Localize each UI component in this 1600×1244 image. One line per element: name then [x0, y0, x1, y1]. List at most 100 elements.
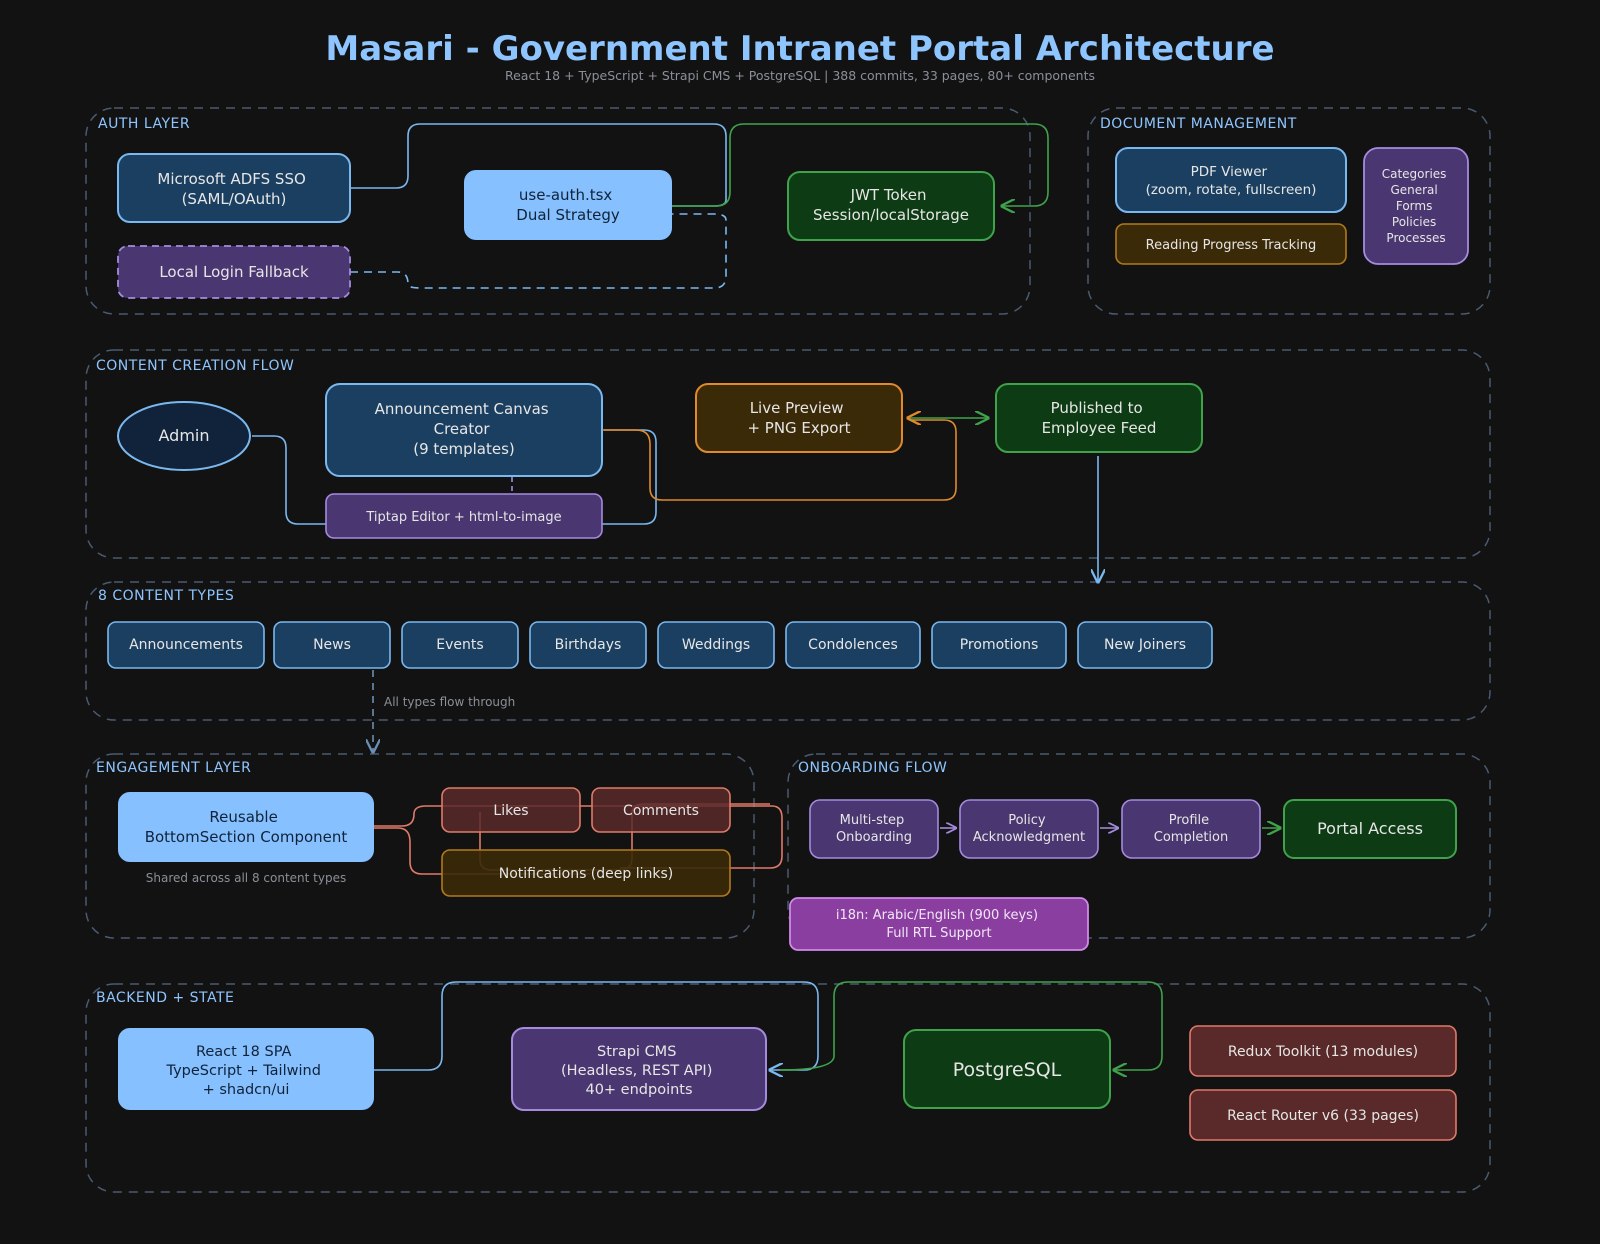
i18n-line-2: Full RTL Support: [886, 926, 991, 941]
comments-label: Comments: [623, 803, 699, 819]
categories-line-5: Processes: [1386, 231, 1445, 245]
content-type-news: News: [273, 621, 391, 669]
reading-progress-label: Reading Progress Tracking: [1146, 238, 1317, 253]
section-backend-state: [85, 983, 1491, 1193]
bottom-section-line-2: BottomSection Component: [145, 828, 348, 846]
content-type-condolences: Condolences: [785, 621, 921, 669]
note-shared: Shared across all 8 content types: [146, 871, 346, 885]
pdf-viewer-line-1: PDF Viewer: [1191, 164, 1268, 180]
diagram-subtitle: React 18 + TypeScript + Strapi CMS + Pos…: [505, 68, 1095, 83]
node-onb-multistep: Multi-step Onboarding: [809, 799, 939, 859]
categories-line-1: Categories: [1382, 167, 1447, 181]
content-type-events: Events: [401, 621, 519, 669]
adfs-line-1: Microsoft ADFS SSO: [157, 170, 305, 188]
canvas-creator-line-2: Creator: [434, 420, 491, 438]
node-redux: Redux Toolkit (13 modules): [1189, 1025, 1457, 1077]
use-auth-line-2: Dual Strategy: [516, 206, 620, 224]
strapi-line-1: Strapi CMS: [597, 1044, 676, 1060]
react-spa-line-3: + shadcn/ui: [203, 1082, 290, 1098]
node-strapi: Strapi CMS (Headless, REST API) 40+ endp…: [511, 1027, 767, 1111]
content-type-birthdays: Birthdays: [529, 621, 647, 669]
live-preview-line-1: Live Preview: [750, 399, 844, 417]
svg-text:Announcement Canvas Crea: Announcement Canvas Creator (9 templates…: [375, 400, 554, 458]
node-reading-progress: Reading Progress Tracking: [1115, 223, 1347, 265]
node-canvas-creator: Announcement Canvas Creator (9 templates…: [325, 383, 603, 477]
content-type-label: New Joiners: [1104, 637, 1186, 653]
strapi-line-3: 40+ endpoints: [585, 1082, 692, 1098]
categories-line-3: Forms: [1396, 199, 1432, 213]
onb-profile-line-1: Profile: [1169, 813, 1209, 828]
svg-text:use-auth.tsx Dual Strate: use-auth.tsx Dual Strategy: [516, 186, 620, 224]
node-adfs: Microsoft ADFS SSO (SAML/OAuth): [117, 153, 351, 223]
node-live-preview: Live Preview + PNG Export: [695, 383, 903, 453]
content-type-label: Birthdays: [555, 637, 622, 653]
content-type-label: Events: [436, 637, 483, 653]
tiptap-label: Tiptap Editor + html-to-image: [365, 510, 561, 525]
content-type-weddings: Weddings: [657, 621, 775, 669]
section-content-creation: [85, 349, 1491, 559]
node-jwt: JWT Token Session/localStorage: [787, 171, 995, 241]
canvas-creator-line-1: Announcement Canvas: [375, 400, 549, 418]
section-auth-layer: [85, 107, 1031, 315]
edge-react-to-strapi: [374, 981, 819, 1070]
content-type-new-joiners: New Joiners: [1077, 621, 1213, 669]
jwt-line-1: JWT Token: [850, 186, 927, 204]
redux-label: Redux Toolkit (13 modules): [1228, 1044, 1418, 1060]
svg-text:React 18 SPA TypeScript: React 18 SPA TypeScript + Tailwind + sha…: [165, 1044, 325, 1098]
section-label-backend: BACKEND + STATE: [96, 990, 234, 1006]
section-label-onboarding: ONBOARDING FLOW: [798, 760, 947, 776]
node-admin: Admin: [117, 401, 251, 471]
svg-text:i18n: Arabic/English (900 keys: i18n: Arabic/English (900 keys) Full RTL…: [836, 908, 1042, 941]
node-i18n: i18n: Arabic/English (900 keys) Full RTL…: [789, 897, 1089, 951]
content-type-label: News: [313, 637, 351, 653]
categories-line-2: General: [1390, 183, 1437, 197]
node-postgres: PostgreSQL: [903, 1029, 1111, 1109]
likes-label: Likes: [493, 803, 528, 819]
onb-profile-line-2: Completion: [1154, 830, 1228, 845]
svg-text:Live Preview + PNG Expor: Live Preview + PNG Export: [747, 399, 850, 437]
edge-strapi-to-postgres: [779, 981, 1163, 1070]
local-login-label: Local Login Fallback: [159, 263, 309, 281]
live-preview-line-2: + PNG Export: [747, 419, 850, 437]
section-label-engagement: ENGAGEMENT LAYER: [96, 760, 251, 776]
svg-text:JWT Token Session/localS: JWT Token Session/localStorage: [813, 186, 969, 224]
content-type-promotions: Promotions: [931, 621, 1067, 669]
content-type-label: Condolences: [808, 637, 898, 653]
node-onb-profile: Profile Completion: [1121, 799, 1261, 859]
node-portal-access: Portal Access: [1283, 799, 1457, 859]
onb-multistep-line-1: Multi-step: [840, 813, 905, 828]
node-local-login: Local Login Fallback: [117, 245, 351, 299]
content-type-label: Weddings: [682, 637, 750, 653]
node-categories: Categories General Forms Policies Proces…: [1363, 147, 1469, 265]
content-type-label: Promotions: [960, 637, 1039, 653]
content-type-announcements: Announcements: [107, 621, 265, 669]
react-spa-line-2: TypeScript + Tailwind: [165, 1063, 320, 1079]
pdf-viewer-line-2: (zoom, rotate, fullscreen): [1146, 182, 1317, 198]
section-label-docs: DOCUMENT MANAGEMENT: [1100, 116, 1297, 132]
router-label: React Router v6 (33 pages): [1227, 1108, 1419, 1124]
strapi-line-2: (Headless, REST API): [561, 1063, 712, 1079]
svg-text:Profile Completion: Profile Completion: [1154, 813, 1228, 845]
svg-text:Multi-step Onboarding: Multi-step Onboarding: [836, 813, 912, 845]
svg-text:Policy Acknowledgment: Policy Acknowledgment: [973, 813, 1085, 845]
node-bottom-section: Reusable BottomSection Component: [118, 792, 374, 862]
node-router: React Router v6 (33 pages): [1189, 1089, 1457, 1141]
section-label-types: 8 CONTENT TYPES: [98, 588, 234, 604]
section-onboarding-flow: [787, 753, 1491, 939]
bottom-section-line-1: Reusable: [209, 808, 277, 826]
section-content-types: [85, 581, 1491, 721]
use-auth-line-1: use-auth.tsx: [519, 186, 613, 204]
content-type-row: Announcements News Events Birthdays Wedd…: [107, 621, 1213, 669]
node-onb-policy: Policy Acknowledgment: [959, 799, 1099, 859]
published-line-2: Employee Feed: [1042, 419, 1157, 437]
node-react-spa: React 18 SPA TypeScript + Tailwind + sha…: [118, 1028, 374, 1110]
node-published: Published to Employee Feed: [995, 383, 1203, 453]
node-notifications: Notifications (deep links): [441, 849, 731, 897]
canvas-creator-line-3: (9 templates): [413, 440, 515, 458]
diagram-title: Masari - Government Intranet Portal Arch…: [325, 29, 1274, 69]
node-likes: Likes: [441, 787, 581, 833]
notifications-label: Notifications (deep links): [499, 866, 674, 882]
section-label-auth: AUTH LAYER: [98, 116, 190, 132]
svg-text:Published to Employee Fe: Published to Employee Feed: [1042, 399, 1157, 437]
svg-text:PDF Viewer (zoom, rotate: PDF Viewer (zoom, rotate, fullscreen): [1146, 164, 1317, 198]
